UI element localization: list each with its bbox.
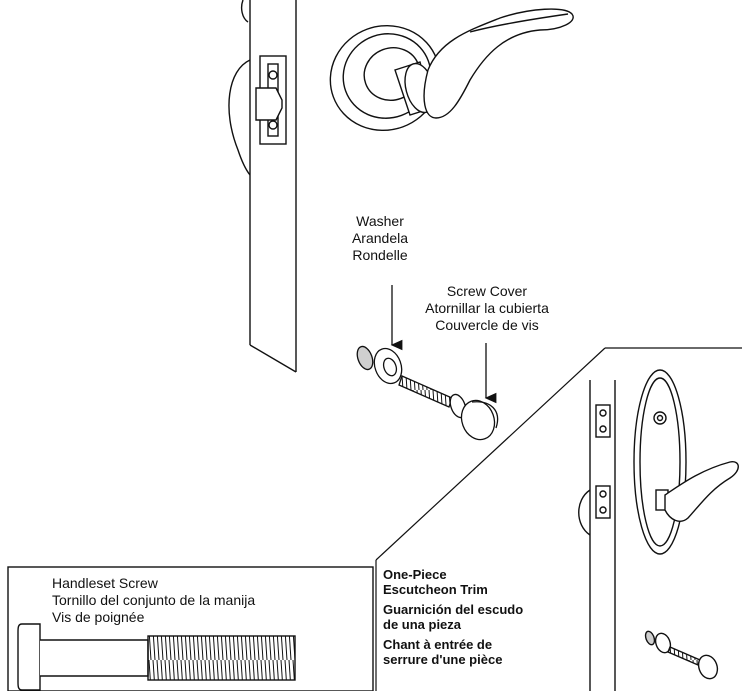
handleset-screw-label: Handleset Screw Tornillo del conjunto de… bbox=[52, 575, 255, 626]
washer-label-en: Washer bbox=[356, 213, 404, 229]
lever-handle bbox=[329, 8, 574, 132]
trim-label-es-line1: Guarnición del escudo bbox=[383, 602, 524, 617]
screw-cover-label: Screw Cover Atornillar la cubierta Couve… bbox=[402, 283, 572, 334]
escutcheon-trim-label: One-Piece Escutcheon Trim Guarnición del… bbox=[383, 567, 523, 672]
screw-cover-label-fr: Couvercle de vis bbox=[435, 317, 539, 333]
washer-label-fr: Rondelle bbox=[352, 247, 408, 263]
screw-cover-label-es: Atornillar la cubierta bbox=[425, 300, 549, 316]
escutcheon-inset bbox=[375, 347, 742, 691]
handleset-screw-label-en: Handleset Screw bbox=[52, 575, 158, 591]
trim-label-es-line2: de una pieza bbox=[383, 617, 462, 632]
trim-label-en-line2: Escutcheon Trim bbox=[383, 582, 488, 597]
washer-label: Washer Arandela Rondelle bbox=[340, 213, 420, 264]
screw-cover-label-en: Screw Cover bbox=[446, 283, 528, 299]
washer-label-es: Arandela bbox=[351, 230, 409, 246]
trim-label-es: Guarnición del escudo de una pieza bbox=[383, 602, 523, 632]
handleset-screw-label-es: Tornillo del conjunto de la manija bbox=[52, 592, 256, 608]
hardware-exploded bbox=[356, 285, 499, 441]
handleset-screw-actual-size bbox=[7, 566, 374, 691]
trim-label-fr-line1: Chant à entrée de bbox=[383, 637, 493, 652]
trim-label-fr-line2: serrure d'une pièce bbox=[383, 652, 503, 667]
trim-label-en-line1: One-Piece bbox=[383, 567, 447, 582]
handleset-screw-label-fr: Vis de poignée bbox=[52, 609, 145, 625]
trim-label-fr: Chant à entrée de serrure d'une pièce bbox=[383, 637, 523, 667]
door-edge-latch bbox=[228, 0, 297, 373]
trim-label-en: One-Piece Escutcheon Trim bbox=[383, 567, 523, 597]
